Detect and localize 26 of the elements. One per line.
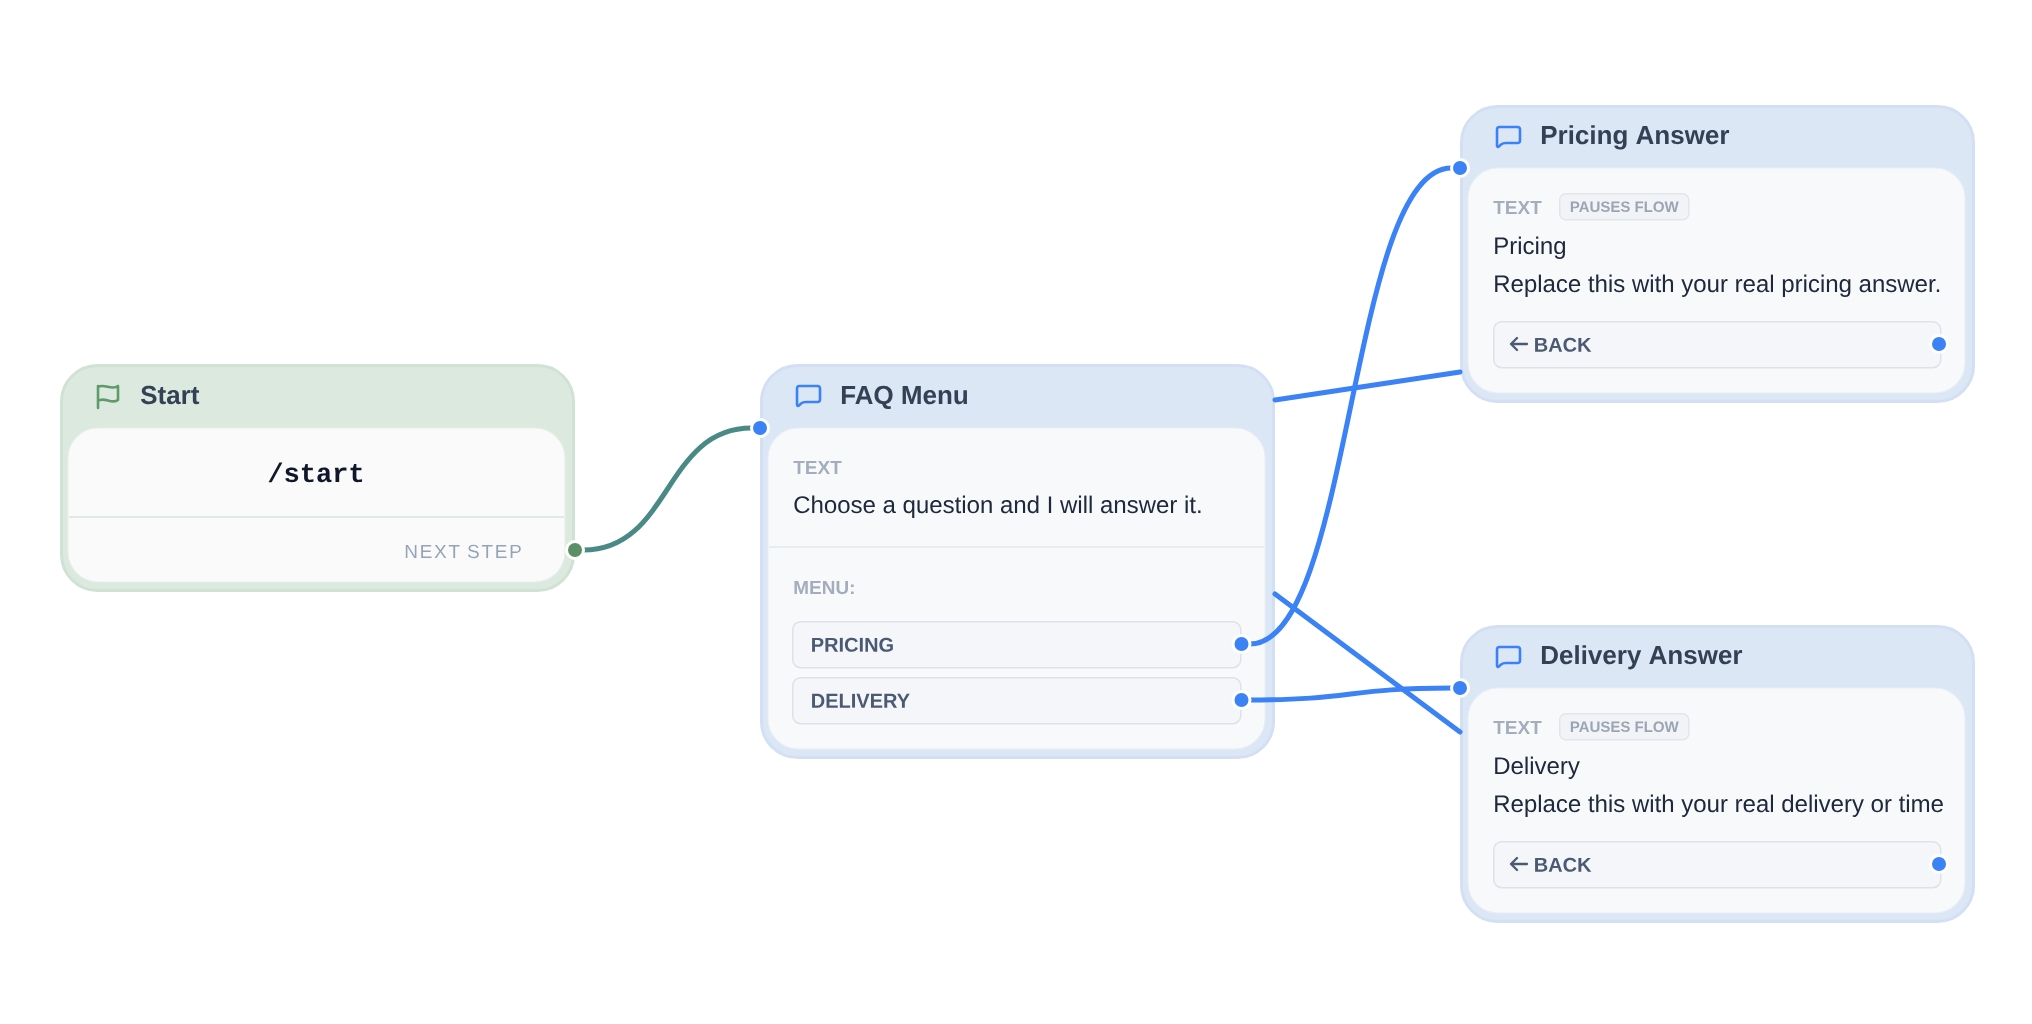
- message-text: Replace this with your real pricing answer.: [1495, 274, 1940, 297]
- connector: [1272, 591, 1463, 735]
- step-label: NEXT STEP: [405, 544, 521, 559]
- connector: [1272, 369, 1463, 403]
- section-label: TEXT: [793, 460, 842, 474]
- node-title: FAQ Menu: [841, 385, 968, 410]
- message-text: Replace this with your real delivery or time: [1495, 794, 1943, 817]
- connector: [1231, 678, 1470, 710]
- message-text: Choose a question and I will answer it.: [794, 495, 1201, 518]
- node-title: Pricing Answer: [1541, 125, 1730, 150]
- message-text: Pricing: [1495, 236, 1565, 259]
- section-label: TEXT: [1493, 720, 1542, 734]
- section-label: MENU:: [794, 580, 854, 595]
- status-badge: PAUSES FLOW: [1559, 193, 1690, 221]
- connector: [1231, 158, 1470, 654]
- node-title: Start: [140, 385, 200, 405]
- back-button: BACK: [1493, 841, 1942, 889]
- status-badge: PAUSES FLOW: [1559, 713, 1690, 741]
- section-label: TEXT: [1493, 200, 1542, 214]
- node-title: Delivery Answer: [1541, 645, 1743, 670]
- back-button: BACK: [1493, 321, 1942, 369]
- option-button: DELIVERY: [792, 677, 1242, 725]
- command-text: /start: [268, 462, 363, 483]
- connector: [565, 418, 770, 560]
- option-button: PRICING: [792, 621, 1242, 669]
- message-text: Delivery: [1495, 756, 1580, 779]
